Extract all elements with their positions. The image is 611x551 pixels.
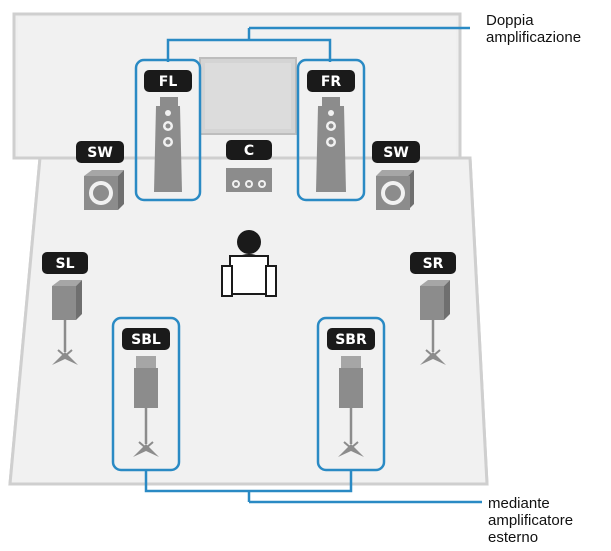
ext-amp-callout: mediante amplificatore esterno — [488, 495, 573, 546]
ext-amp-label-line1: mediante — [488, 495, 550, 512]
bookshelf-speaker-icon — [52, 280, 82, 320]
speaker-stand-icon — [133, 408, 159, 457]
speaker-label-fl: FL — [159, 74, 178, 90]
room-back-wall — [8, 156, 489, 486]
subwoofer-icon — [376, 170, 414, 210]
speaker-label-fr: FR — [321, 74, 342, 90]
speaker-label-sr: SR — [423, 256, 444, 272]
speaker-sl: SL — [42, 252, 88, 365]
speaker-sbr: SBR — [316, 316, 386, 472]
bookshelf-speaker-icon — [134, 356, 158, 408]
speaker-label-sl: SL — [55, 256, 74, 272]
speaker-sr: SR — [410, 252, 456, 365]
bookshelf-speaker-icon — [339, 356, 363, 408]
bi-amp-box-fl — [134, 58, 202, 202]
speaker-label-sw-right: SW — [383, 145, 409, 161]
bookshelf-speaker-icon — [420, 280, 450, 320]
tv-screen-icon — [199, 57, 297, 135]
speaker-sw-right: SW — [372, 141, 420, 210]
speaker-c: C — [226, 140, 272, 192]
speaker-stand-icon — [338, 408, 364, 457]
speaker-label-c: C — [244, 143, 254, 159]
speaker-fr: FR — [296, 58, 366, 202]
subwoofer-icon — [84, 170, 124, 210]
floor-speaker-icon — [154, 97, 182, 192]
bi-amp-label-line2: amplificazione — [486, 29, 582, 46]
speaker-label-sbr: SBR — [335, 332, 367, 348]
ext-amp-bracket — [144, 470, 482, 504]
speaker-stand-icon — [420, 320, 446, 365]
speaker-stand-icon — [52, 320, 78, 365]
listener-icon — [221, 230, 277, 297]
bi-amp-bracket — [166, 26, 470, 62]
speaker-sw-left: SW — [76, 141, 124, 210]
center-speaker-icon — [226, 168, 272, 192]
ext-amp-label-line3: esterno — [488, 529, 539, 546]
bi-amp-box-fr — [296, 58, 366, 202]
speaker-label-sbl: SBL — [131, 332, 161, 348]
floor-speaker-icon — [316, 97, 346, 192]
speaker-label-sw-left: SW — [87, 145, 113, 161]
bi-amp-callout: Doppia amplificazione — [486, 12, 581, 46]
speaker-fl: FL — [134, 58, 202, 202]
ext-amp-label-line2: amplificatore — [488, 512, 574, 529]
bi-amp-label-line1: Doppia — [486, 12, 534, 29]
